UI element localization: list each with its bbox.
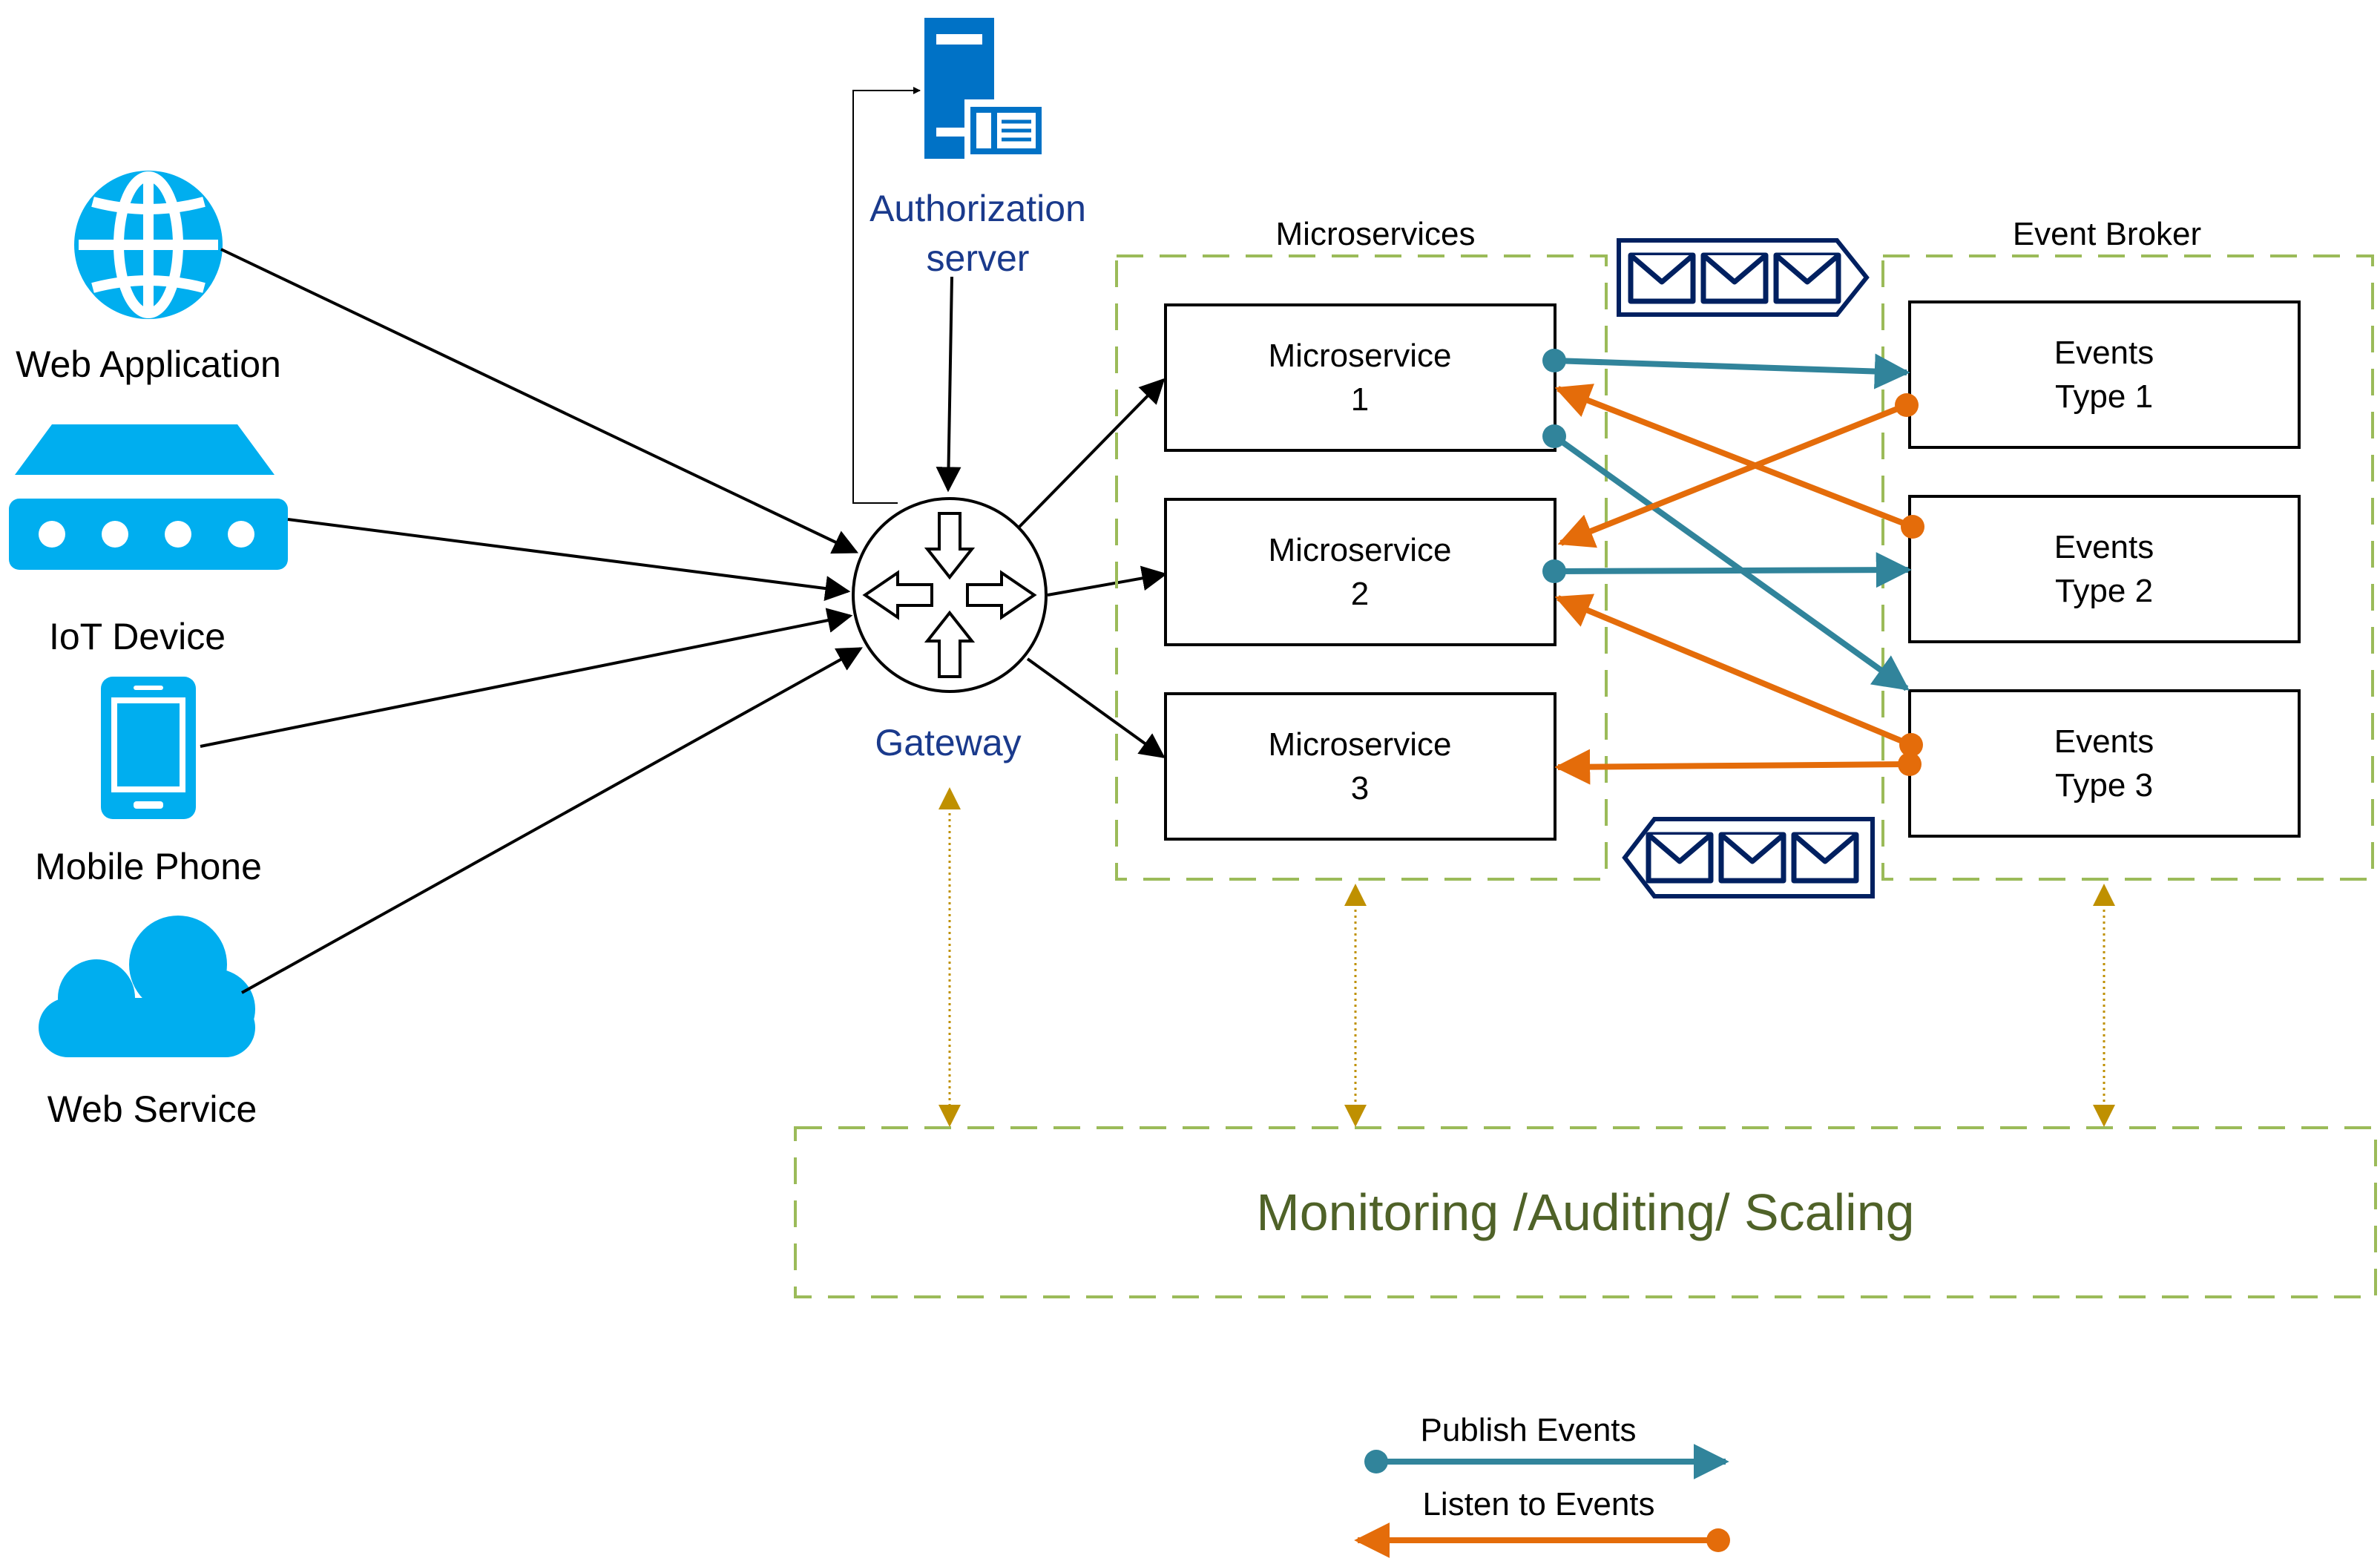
monitoring-box: Monitoring /Auditing/ Scaling <box>794 1126 2377 1298</box>
web-application-label: Web Application <box>16 344 281 385</box>
legend-publish: Publish Events <box>1364 1412 1729 1479</box>
svg-text:1: 1 <box>1351 381 1369 418</box>
globe-icon <box>74 171 223 319</box>
events-type-1: Events Type 1 <box>1908 300 2301 449</box>
router-icon <box>852 497 1048 693</box>
gateway-connectors <box>1018 378 1168 758</box>
svg-text:Events: Events <box>2054 335 2154 371</box>
client-connectors <box>200 248 863 994</box>
microservice-2: Microservice 2 <box>1164 498 1556 646</box>
auth-server-label-line2: server <box>927 237 1030 279</box>
mobile-phone-label: Mobile Phone <box>35 846 262 887</box>
legend-listen-label: Listen to Events <box>1422 1486 1654 1522</box>
publish-flows <box>1552 353 1912 691</box>
monitoring-label: Monitoring /Auditing/ Scaling <box>1256 1183 1914 1241</box>
iot-device-icon <box>9 424 288 570</box>
events-type-2: Events Type 2 <box>1908 495 2301 643</box>
svg-text:Events: Events <box>2054 529 2154 565</box>
gateway-label: Gateway <box>875 722 1021 763</box>
web-service-label: Web Service <box>47 1088 257 1130</box>
svg-text:3: 3 <box>1351 770 1369 806</box>
legend-listen: Listen to Events <box>1354 1486 1730 1558</box>
svg-text:Microservice: Microservice <box>1269 532 1452 568</box>
svg-text:Type 3: Type 3 <box>2055 767 2153 804</box>
iot-device-label: IoT Device <box>49 616 226 657</box>
events-type-3: Events Type 3 <box>1908 689 2301 838</box>
envelope-queue-icon <box>1617 238 1870 317</box>
microservice-1: Microservice 1 <box>1164 303 1556 452</box>
cloud-icon <box>39 916 255 1057</box>
auth-server-label-line1: Authorization <box>870 188 1086 229</box>
svg-text:2: 2 <box>1351 576 1369 612</box>
auth-connectors <box>852 87 961 504</box>
publish-flow-dots <box>1542 349 1566 583</box>
svg-text:Microservice: Microservice <box>1269 338 1452 374</box>
svg-text:Type 2: Type 2 <box>2055 573 2153 609</box>
microservices-group-title: Microservices <box>1276 216 1476 252</box>
monitoring-links <box>938 787 2115 1127</box>
microservices-group: Microservices <box>1115 216 1608 881</box>
legend: Publish Events Listen to Events <box>1354 1412 1730 1558</box>
legend-publish-label: Publish Events <box>1420 1412 1636 1448</box>
svg-text:Events: Events <box>2054 723 2154 760</box>
svg-text:Microservice: Microservice <box>1269 726 1452 763</box>
listen-flow-dots <box>1895 393 1924 776</box>
event-broker-title: Event Broker <box>2013 216 2201 252</box>
server-icon <box>924 18 1048 160</box>
listen-flows <box>1554 384 1914 785</box>
mobile-phone-icon <box>101 677 196 819</box>
svg-text:Type 1: Type 1 <box>2055 378 2153 415</box>
microservice-3: Microservice 3 <box>1164 692 1556 841</box>
envelope-queue-icon <box>1622 817 1875 898</box>
